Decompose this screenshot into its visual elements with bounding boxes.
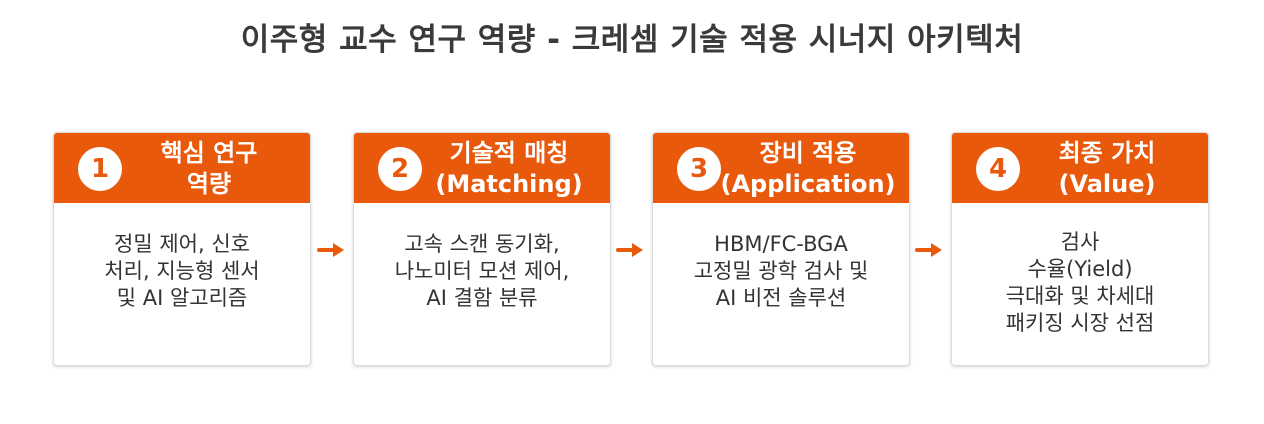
step-title: 장비 적용 (Application) xyxy=(719,138,897,200)
step-description-line: 극대화 및 차세대 xyxy=(1005,284,1155,308)
step-description-line: AI 결함 분류 xyxy=(426,286,538,310)
arrow-right-icon xyxy=(915,243,942,257)
step-description-line: 처리, 지능형 센서 xyxy=(104,259,260,283)
step-description: 검사 수율(Yield) 극대화 및 차세대 패키징 시장 선점 xyxy=(952,229,1208,337)
step-card-1: 1 핵심 연구 역량 정밀 제어, 신호 처리, 지능형 센서 및 AI 알고리… xyxy=(53,132,311,366)
step-card-3: 3 장비 적용 (Application) HBM/FC-BGA 고정밀 광학 … xyxy=(652,132,910,366)
step-description-line: 검사 xyxy=(1060,230,1100,254)
step-number-badge: 1 xyxy=(78,147,122,191)
step-description-line: 및 AI 알고리즘 xyxy=(116,286,248,310)
step-description-line: 패키징 시장 선점 xyxy=(1005,311,1155,335)
step-description-line: 나노미터 모션 제어, xyxy=(394,259,570,283)
step-header-1: 1 핵심 연구 역량 xyxy=(54,133,310,203)
step-title: 핵심 연구 역량 xyxy=(120,138,298,200)
step-description-line: 고정밀 광학 검사 및 xyxy=(693,259,869,283)
step-title-line: 역량 xyxy=(186,170,232,198)
step-card-4: 4 최종 가치 (Value) 검사 수율(Yield) 극대화 및 차세대 패… xyxy=(951,132,1209,366)
step-title-line: (Application) xyxy=(720,170,896,198)
step-header-3: 3 장비 적용 (Application) xyxy=(653,133,909,203)
step-description: 정밀 제어, 신호 처리, 지능형 센서 및 AI 알고리즘 xyxy=(54,231,310,312)
step-header-4: 4 최종 가치 (Value) xyxy=(952,133,1208,203)
step-description: 고속 스캔 동기화, 나노미터 모션 제어, AI 결함 분류 xyxy=(354,231,610,312)
step-description-line: 정밀 제어, 신호 xyxy=(114,232,250,256)
step-title-line: 최종 가치 xyxy=(1058,139,1156,167)
diagram-title: 이주형 교수 연구 역량 - 크레셈 기술 적용 시너지 아키텍처 xyxy=(240,22,1024,58)
arrow-right-icon xyxy=(616,243,643,257)
step-description-line: 수율(Yield) xyxy=(1027,257,1133,281)
step-description-line: 고속 스캔 동기화, xyxy=(404,232,560,256)
step-title: 기술적 매칭 (Matching) xyxy=(420,138,598,200)
step-number-badge: 2 xyxy=(378,147,422,191)
step-description: HBM/FC-BGA 고정밀 광학 검사 및 AI 비전 솔루션 xyxy=(653,231,909,312)
step-title: 최종 가치 (Value) xyxy=(1018,138,1196,200)
step-title-line: (Matching) xyxy=(435,170,583,198)
step-card-2: 2 기술적 매칭 (Matching) 고속 스캔 동기화, 나노미터 모션 제… xyxy=(353,132,611,366)
step-description-line: HBM/FC-BGA xyxy=(714,232,848,256)
step-description-line: AI 비전 솔루션 xyxy=(715,286,847,310)
step-title-line: 핵심 연구 xyxy=(160,139,258,167)
step-title-line: (Value) xyxy=(1058,170,1156,198)
arrow-right-icon xyxy=(317,243,344,257)
step-title-line: 기술적 매칭 xyxy=(449,139,569,167)
step-title-line: 장비 적용 xyxy=(759,139,857,167)
step-number-badge: 3 xyxy=(677,147,721,191)
step-number-badge: 4 xyxy=(976,147,1020,191)
step-header-2: 2 기술적 매칭 (Matching) xyxy=(354,133,610,203)
